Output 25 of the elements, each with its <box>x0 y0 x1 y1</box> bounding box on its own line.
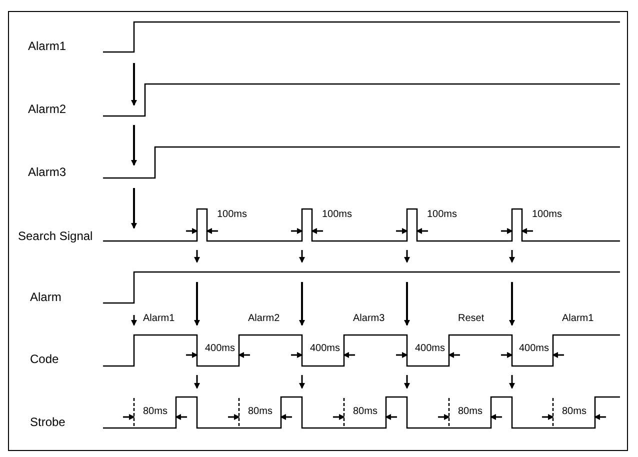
timing-label: Alarm1 <box>143 314 175 324</box>
timing-label: Alarm1 <box>562 314 594 324</box>
timing-label: Reset <box>458 314 484 324</box>
timing-label: Alarm3 <box>353 314 385 324</box>
signal-label: Alarm3 <box>28 166 66 178</box>
timing-label: 80ms <box>143 407 168 417</box>
signal-label: Alarm <box>30 291 62 303</box>
signal-label: Strobe <box>30 416 66 428</box>
timing-label: 400ms <box>205 344 236 354</box>
timing-label: 400ms <box>519 344 550 354</box>
timing-label: Alarm2 <box>248 314 280 324</box>
timing-label: 100ms <box>217 210 248 220</box>
timing-label: 80ms <box>458 407 482 417</box>
signal-label: Search Signal <box>18 230 93 242</box>
timing-label: 80ms <box>353 407 378 417</box>
timing-label: 80ms <box>562 407 586 417</box>
signal-label: Code <box>30 353 59 365</box>
timing-label: 100ms <box>532 210 562 220</box>
timing-label: 100ms <box>427 210 458 220</box>
timing-label: 400ms <box>310 344 340 354</box>
timing-label: 80ms <box>248 407 272 417</box>
signal-label: Alarm1 <box>28 40 66 52</box>
timing-label: 400ms <box>415 344 446 354</box>
signal-label: Alarm2 <box>28 103 66 115</box>
timing-label: 100ms <box>322 210 352 220</box>
